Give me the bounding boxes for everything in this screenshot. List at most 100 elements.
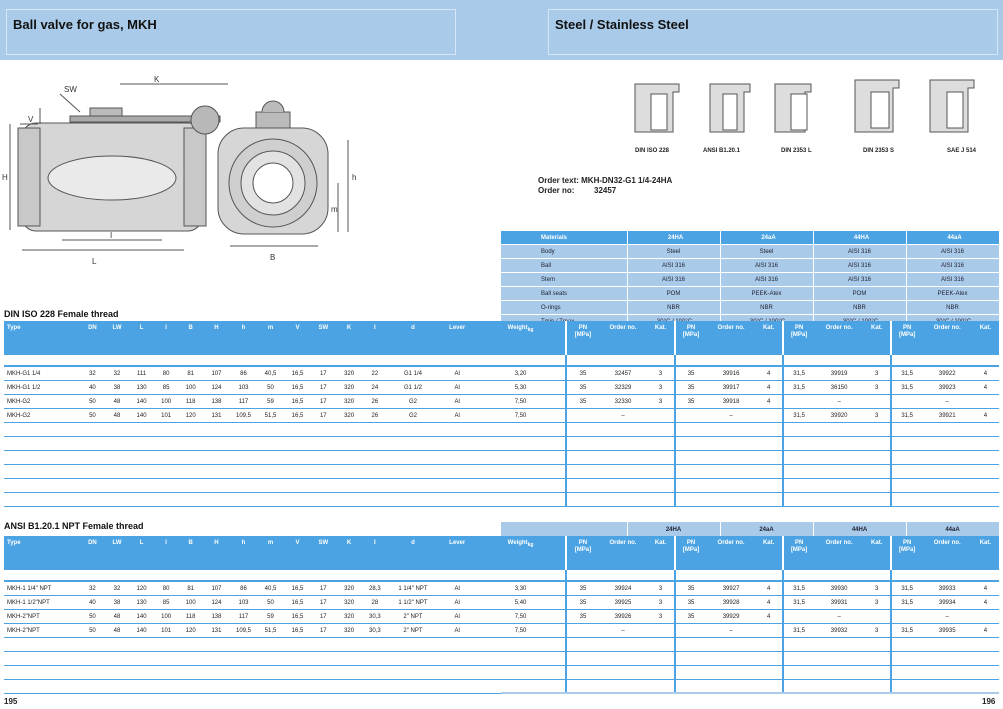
table-cell: 31,5 <box>781 408 815 423</box>
table-cell: 36150 <box>814 380 864 395</box>
materials-header-cell: Materials <box>501 231 628 245</box>
table-cell: 5,40 <box>475 595 567 610</box>
table-cell <box>257 478 285 493</box>
table-cell: 4 <box>971 380 999 395</box>
table-cell: Al <box>438 380 476 395</box>
table-cell: 39917 <box>706 380 756 395</box>
spec-header-kat: Kat. <box>647 321 675 355</box>
table-cell <box>673 478 707 493</box>
table-cell: 130 <box>129 380 154 395</box>
spec-header-label: SW <box>318 325 329 331</box>
table-cell <box>257 679 285 694</box>
table-cell: 100 <box>178 595 203 610</box>
spec-header-label: I <box>374 540 376 546</box>
table-cell: 39926 <box>598 609 648 624</box>
table-cell: 38 <box>104 595 130 610</box>
table-cell: 39934 <box>922 595 972 610</box>
table-cell: 4 <box>971 623 999 638</box>
table-cell: 3 <box>863 366 891 381</box>
table-cell <box>387 665 439 680</box>
table-cell <box>387 679 439 694</box>
footer-rule <box>501 692 999 694</box>
table-cell: Al <box>438 623 476 638</box>
spec-spacer-row <box>4 570 999 582</box>
table-cell: 100 <box>153 609 179 624</box>
materials-cell: Body <box>501 244 628 259</box>
table-cell <box>647 436 675 451</box>
spec-header-cell: m <box>257 321 285 355</box>
profile-label-din-iso-228: DIN ISO 228 <box>635 148 670 154</box>
table-cell <box>971 609 999 624</box>
table-cell: 51,5 <box>257 623 285 638</box>
table-cell <box>863 394 891 409</box>
table-cell <box>647 422 675 437</box>
table-cell: – <box>706 623 756 638</box>
table-cell <box>178 492 203 507</box>
materials-cell: Steel <box>720 244 814 259</box>
table-cell <box>311 637 336 652</box>
table-row <box>4 464 999 479</box>
table-cell <box>362 464 388 479</box>
label-m: m <box>331 205 338 214</box>
pn-label: PN <box>794 540 804 546</box>
materials-cell: AISI 316 <box>813 258 907 273</box>
table-cell <box>387 637 439 652</box>
table-cell <box>673 422 707 437</box>
table-cell <box>257 422 285 437</box>
table-cell <box>755 637 783 652</box>
spec-spacer-cell <box>153 570 179 582</box>
table-cell <box>311 665 336 680</box>
spec-spacer-cell <box>311 570 336 582</box>
table-cell <box>438 651 476 666</box>
profile-label-sae: SAE J 514 <box>947 148 977 154</box>
table-cell <box>889 492 923 507</box>
table-cell <box>4 665 81 680</box>
table-cell: 32 <box>80 581 105 596</box>
table-cell: 109,5 <box>229 623 257 638</box>
table-cell <box>889 394 923 409</box>
table-row <box>4 478 999 493</box>
table-cell: 59 <box>257 609 285 624</box>
materials-cell: Ball <box>501 258 628 273</box>
spec-header-label: m <box>267 325 274 331</box>
spec-header-label: H <box>214 540 219 546</box>
table-cell <box>781 665 815 680</box>
spec-header-cell: L <box>129 321 154 355</box>
materials-cell: AISI 316 <box>720 272 814 287</box>
table-cell: 3 <box>647 394 675 409</box>
table-cell: 80 <box>153 366 179 381</box>
table-cell: 120 <box>178 623 203 638</box>
table-cell <box>971 492 999 507</box>
table-cell <box>475 422 567 437</box>
spec-spacer-cell <box>814 570 864 582</box>
table-cell: 140 <box>129 394 154 409</box>
spec-spacer-cell <box>647 355 675 367</box>
table-cell: 4 <box>971 408 999 423</box>
table-cell <box>129 665 154 680</box>
pn-unit: [MPa] <box>790 332 808 338</box>
table-cell <box>178 422 203 437</box>
spec-header-label: d <box>411 540 415 546</box>
pn-unit: [MPa] <box>682 332 700 338</box>
table-cell: 130 <box>129 595 154 610</box>
table-cell <box>257 436 285 451</box>
spec-spacer-cell <box>971 355 999 367</box>
table-cell <box>475 450 567 465</box>
table-cell <box>781 609 815 624</box>
spec-spacer-cell <box>104 570 130 582</box>
table-cell <box>387 422 439 437</box>
table-cell: – <box>922 394 972 409</box>
table-cell: 131 <box>202 408 230 423</box>
table-cell: 85 <box>153 380 179 395</box>
table-cell <box>284 478 312 493</box>
table-cell <box>104 436 130 451</box>
table-cell: 30,3 <box>362 623 388 638</box>
spec-header-order: Order no. <box>814 321 864 355</box>
table-cell <box>104 651 130 666</box>
table-cell: G2 <box>387 408 439 423</box>
